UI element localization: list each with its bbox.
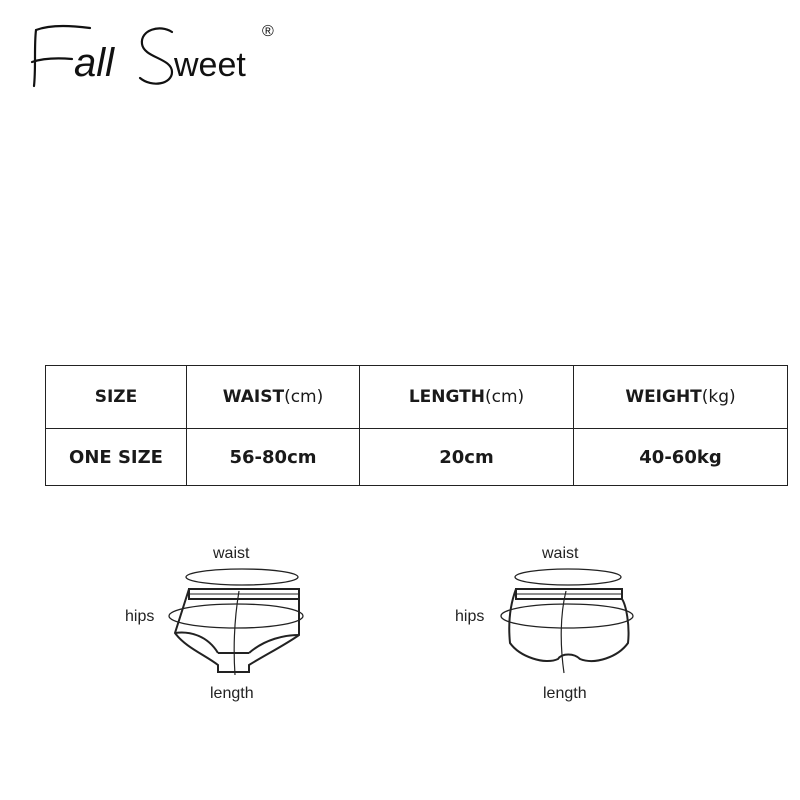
size-chart-header-row: SIZE WAIST(cm) LENGTH(cm) WEIGHT(kg): [45, 365, 788, 429]
cell-length: 20cm: [359, 428, 574, 486]
brief-measurement-diagram: waist hips length: [115, 535, 325, 710]
header-length: LENGTH(cm): [359, 365, 574, 429]
hips-measure-ellipse: [500, 603, 634, 629]
waist-label: waist: [541, 545, 579, 562]
length-measure-line: [560, 590, 567, 674]
length-label: length: [210, 685, 254, 702]
size-chart-row: ONE SIZE 56-80cm 20cm 40-60kg: [45, 428, 788, 486]
cell-weight: 40-60kg: [573, 428, 788, 486]
cell-waist: 56-80cm: [186, 428, 360, 486]
length-label: length: [543, 685, 587, 702]
registered-mark: ®: [262, 23, 274, 40]
size-chart-table: SIZE WAIST(cm) LENGTH(cm) WEIGHT(kg) ONE…: [45, 365, 788, 486]
header-waist: WAIST(cm): [186, 365, 360, 429]
hips-label: hips: [125, 608, 154, 625]
brand-logo-text-all: all: [74, 41, 115, 85]
waist-measure-ellipse: [514, 568, 622, 586]
hips-label: hips: [455, 608, 484, 625]
cell-size: ONE SIZE: [45, 428, 187, 486]
hips-measure-ellipse: [168, 603, 304, 629]
waist-label: waist: [212, 545, 250, 562]
header-size: SIZE: [45, 365, 187, 429]
header-weight: WEIGHT(kg): [573, 365, 788, 429]
brand-logo: all weet ®: [24, 18, 294, 98]
boyshort-garment-outline: [508, 588, 630, 662]
brand-logo-mark: all weet ®: [30, 23, 274, 88]
length-measure-line: [233, 590, 240, 676]
boyshort-measurement-diagram: waist hips length: [450, 535, 660, 710]
brand-logo-text-weet: weet: [173, 46, 246, 84]
waist-measure-ellipse: [185, 568, 299, 586]
brief-garment-outline: [173, 588, 300, 673]
